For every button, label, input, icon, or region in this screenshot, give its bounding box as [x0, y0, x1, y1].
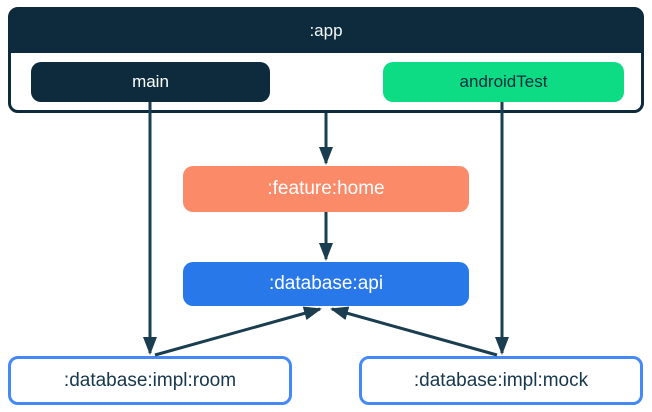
node-feature-home: :feature:home	[183, 166, 469, 212]
node-database-api: :database:api	[183, 262, 469, 306]
edge-database-impl-mock-to-database-api	[330, 306, 498, 357]
androidtest-source-set-label: androidTest	[459, 72, 548, 91]
node-database-impl-mock: :database:impl:mock	[359, 356, 643, 405]
main-source-set-label: main	[132, 72, 169, 91]
edge-database-impl-room-to-database-api	[154, 306, 322, 357]
node-database-impl-room: :database:impl:room	[8, 356, 292, 405]
app-container-header: :app	[10, 9, 642, 53]
app-container-title: :app	[309, 21, 343, 40]
node-app-container: :app main androidTest	[8, 7, 644, 113]
node-androidtest-source-set: androidTest	[383, 62, 624, 102]
node-main-source-set: main	[31, 62, 270, 102]
